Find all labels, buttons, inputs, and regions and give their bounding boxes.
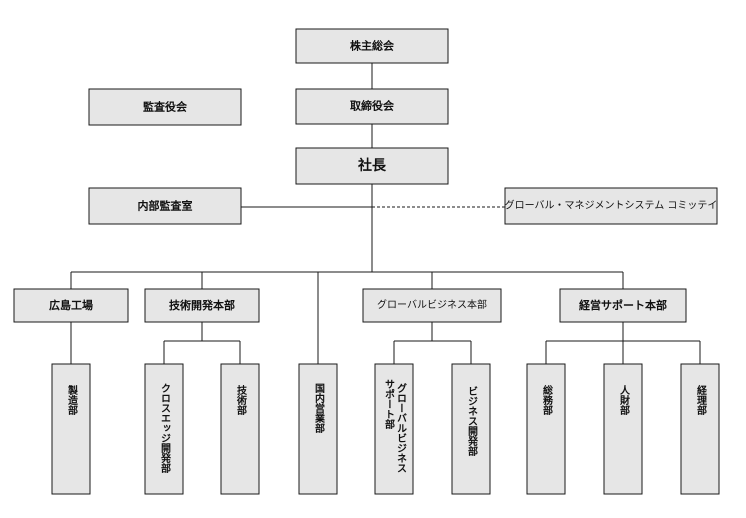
label-cross-edge: クロスエッジ開発部: [159, 383, 172, 474]
node-tech-dev-hq: 技術開発本部: [144, 288, 260, 323]
node-technical: 技術部: [220, 363, 260, 495]
node-auditors: 監査役会: [88, 88, 242, 126]
label-hiroshima-plant: 広島工場: [49, 298, 93, 312]
node-cross-edge: クロスエッジ開発部: [144, 363, 184, 495]
label-board: 取締役会: [350, 99, 395, 113]
label-accounting: 経理部: [695, 384, 707, 416]
label-technical: 技術部: [235, 384, 248, 416]
label-tech-dev-hq: 技術開発本部: [169, 298, 235, 312]
label-biz-dev: ビジネス開発部: [466, 385, 479, 457]
label-domestic-sales: 国内営業部: [313, 383, 326, 434]
node-global-mgmt-committee: グローバル・マネジメントシステム コミッテイ: [504, 187, 718, 225]
node-internal-audit: 内部監査室: [88, 187, 242, 225]
label-general-affairs: 総務部: [541, 384, 553, 416]
label-human-resources: 人財部: [618, 384, 631, 416]
node-hiroshima-plant: 広島工場: [13, 288, 129, 323]
node-manufacturing: 製造部: [51, 363, 91, 495]
label-global-mgmt-committee: グローバル・マネジメントシステム コミッテイ: [505, 199, 718, 212]
node-mgmt-support-hq: 経営サポート本部: [559, 288, 687, 323]
node-shareholders: 株主総会: [295, 28, 449, 64]
label-global-biz-support-1: グローバルビジネス: [395, 382, 407, 473]
label-president: 社長: [357, 157, 387, 174]
node-general-affairs: 総務部: [526, 363, 566, 495]
node-board: 取締役会: [295, 88, 449, 125]
label-global-biz-hq: グローバルビジネス本部: [377, 298, 487, 311]
node-global-biz-hq: グローバルビジネス本部: [362, 288, 502, 323]
label-manufacturing: 製造部: [66, 384, 79, 416]
label-internal-audit: 内部監査室: [138, 199, 193, 213]
label-auditors: 監査役会: [143, 100, 188, 114]
connector-lines: [70, 63, 701, 364]
label-mgmt-support-hq: 経営サポート本部: [579, 298, 667, 312]
node-biz-dev: ビジネス開発部: [451, 363, 491, 495]
node-human-resources: 人財部: [603, 363, 643, 495]
label-global-biz-support-2: サポート部: [383, 379, 395, 430]
node-president: 社長: [295, 147, 449, 185]
node-global-biz-support: グローバルビジネス サポート部: [374, 363, 414, 495]
node-accounting: 経理部: [680, 363, 720, 495]
label-shareholders: 株主総会: [350, 39, 395, 53]
node-domestic-sales: 国内営業部: [298, 363, 338, 495]
